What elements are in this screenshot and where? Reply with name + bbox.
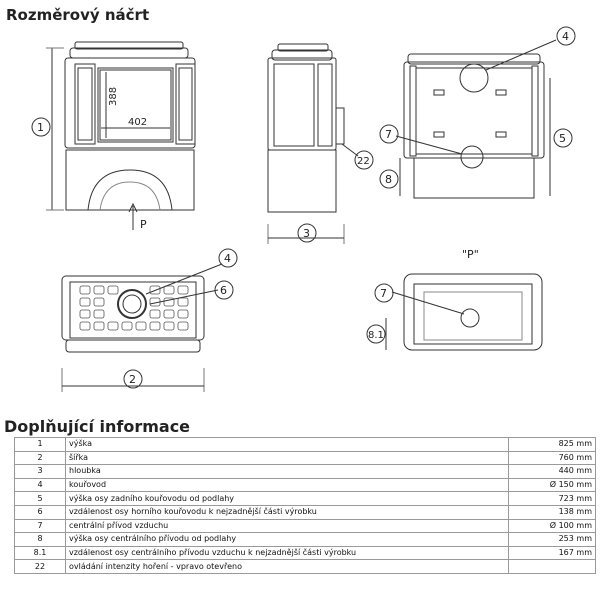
label-inner-width: 402 bbox=[128, 117, 147, 128]
front-view bbox=[31, 41, 196, 230]
rear-view bbox=[379, 26, 576, 199]
row-label: výška bbox=[65, 437, 509, 452]
callout-6: 6 bbox=[220, 284, 227, 297]
top-view bbox=[61, 248, 238, 392]
row-number: 3 bbox=[14, 464, 66, 479]
row-value: Ø 100 mm bbox=[508, 518, 596, 534]
row-number: 5 bbox=[14, 491, 66, 506]
callout-5: 5 bbox=[559, 132, 566, 145]
row-label: centrální přívod vzduchu bbox=[65, 518, 509, 534]
row-number: 22 bbox=[14, 559, 66, 574]
row-value: 167 mm bbox=[508, 545, 596, 561]
row-value: 253 mm bbox=[508, 532, 596, 547]
row-label: vzdálenost osy horního kouřovodu k nejza… bbox=[65, 504, 509, 520]
row-label: výška osy centrálního přívodu od podlahy bbox=[65, 532, 509, 547]
page-title: Rozměrový náčrt bbox=[6, 6, 150, 24]
row-label: výška osy zadního kouřovodu od podlahy bbox=[65, 491, 509, 506]
callout-3: 3 bbox=[303, 227, 310, 240]
row-value: 760 mm bbox=[508, 450, 596, 466]
row-number: 1 bbox=[14, 437, 66, 452]
callout-7-rear: 7 bbox=[385, 128, 392, 141]
row-value: 138 mm bbox=[508, 504, 596, 520]
row-label: vzdálenost osy centrálního přívodu vzduc… bbox=[65, 545, 509, 561]
row-value: 723 mm bbox=[508, 491, 596, 506]
row-number: 7 bbox=[14, 518, 66, 534]
side-view bbox=[267, 43, 374, 244]
label-arrow-p: P bbox=[140, 218, 147, 231]
section-title: Doplňující informace bbox=[4, 417, 191, 436]
callout-2: 2 bbox=[129, 373, 136, 386]
row-value: 440 mm bbox=[508, 464, 596, 479]
row-value: Ø 150 mm bbox=[508, 477, 596, 493]
callout-8: 8 bbox=[385, 173, 392, 186]
bottom-view bbox=[366, 273, 543, 351]
row-label: kouřovod bbox=[65, 477, 509, 493]
label-inner-height: 388 bbox=[108, 87, 119, 106]
row-label: hloubka bbox=[65, 464, 509, 479]
callout-8-1: 8.1 bbox=[368, 330, 384, 341]
callout-22: 22 bbox=[357, 156, 370, 167]
dimension-drawing: 388 402 P "P" 1 2 3 4 4 5 6 7 7 8 8.1 22 bbox=[31, 26, 576, 392]
row-number: 8 bbox=[14, 532, 66, 547]
callout-4-rear: 4 bbox=[562, 30, 569, 43]
row-value bbox=[508, 559, 596, 574]
callout-1: 1 bbox=[37, 121, 44, 134]
row-value: 825 mm bbox=[508, 437, 596, 452]
label-view-p: "P" bbox=[462, 248, 479, 261]
row-label: ovládání intenzity hoření - vpravo otevř… bbox=[65, 559, 509, 574]
callout-4-top: 4 bbox=[224, 252, 231, 265]
row-number: 6 bbox=[14, 504, 66, 520]
row-number: 4 bbox=[14, 477, 66, 493]
row-number: 2 bbox=[14, 450, 66, 466]
callout-7-bottom: 7 bbox=[380, 287, 387, 300]
row-number: 8.1 bbox=[14, 545, 66, 561]
row-label: šířka bbox=[65, 450, 509, 466]
